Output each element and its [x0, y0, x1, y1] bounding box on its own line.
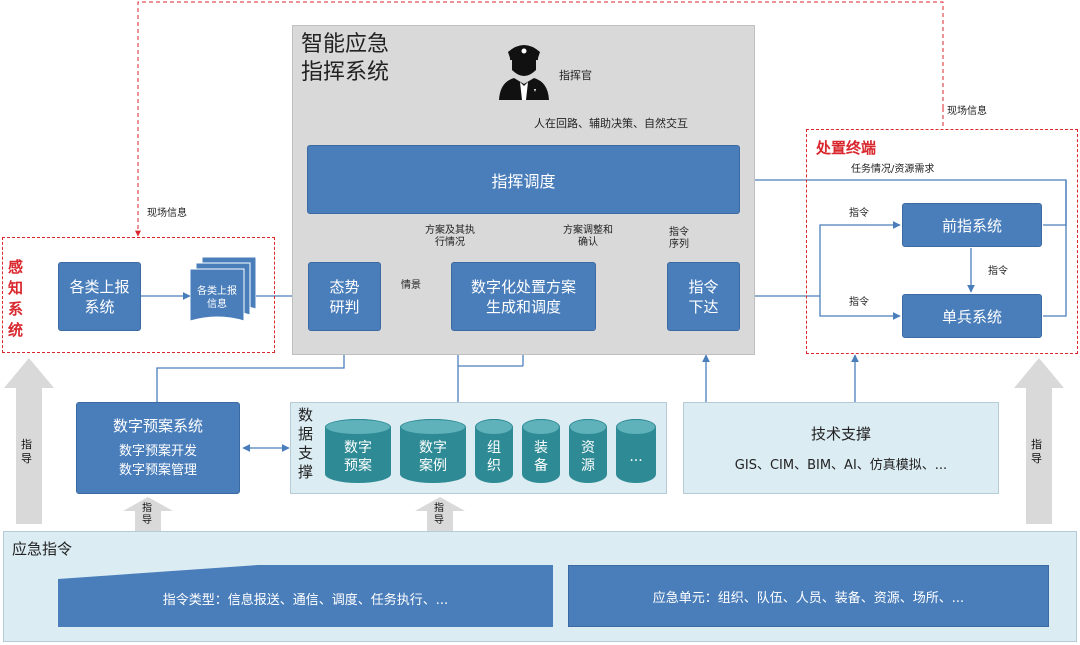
- label-scene-info-right: 现场信息: [947, 106, 987, 117]
- command-types-box: 指令类型：信息报送、通信、调度、任务执行、...: [58, 565, 553, 627]
- system-title-line1: 智能应急: [301, 32, 390, 57]
- guide-arrow-small2: 指导: [415, 497, 465, 531]
- commander-icon: [496, 38, 552, 100]
- emergency-units-box: 应急单元：组织、队伍、人员、装备、资源、场所、...: [568, 565, 1049, 627]
- sensing-panel: [2, 237, 275, 353]
- terminal-title: 处置终端: [816, 139, 877, 157]
- sensing-title: 感知系统: [8, 258, 24, 339]
- cyl-more-label: ...: [629, 449, 643, 465]
- label-task-status: 任务情况/资源需求: [851, 164, 935, 175]
- cyl-organization-label: 组织: [487, 440, 501, 474]
- dispatch-label: 指挥调度: [491, 171, 556, 191]
- cyl-more: ...: [616, 419, 656, 483]
- command-issue-label: 指令下达: [688, 277, 719, 316]
- report-info-docs: 各类上报信息: [190, 257, 256, 329]
- system-title-line2: 指挥系统: [301, 60, 390, 85]
- guide-arrow-small1: 指导: [123, 497, 173, 531]
- guide-left-label: 指导: [21, 438, 32, 465]
- report-system-box: 各类上报系统: [58, 262, 141, 331]
- commander-note: 人在回路、辅助决策、自然交互: [534, 117, 688, 130]
- label-cmd-c: 指令: [988, 266, 1008, 277]
- terminal-panel: [806, 129, 1078, 354]
- guide-arrow-left: 指导: [4, 358, 54, 524]
- cyl-equipment-label: 装备: [534, 440, 548, 474]
- cyl-digital-case-label: 数字案例: [419, 440, 447, 474]
- plan-system-mgmt: 数字预案管理: [118, 462, 197, 478]
- cyl-resource-label: 资源: [581, 440, 595, 474]
- label-plan-adjust: 方案调整和确认: [563, 225, 613, 248]
- guide-arrow-right: 指导: [1014, 358, 1064, 524]
- report-system-label: 各类上报系统: [69, 277, 130, 316]
- digital-plan-box: 数字化处置方案 生成和调度: [451, 262, 596, 331]
- guide-small2-label: 指导: [434, 503, 444, 526]
- cyl-digital-plan: 数字预案: [325, 419, 391, 483]
- report-info-label: 各类上报信息: [197, 286, 237, 310]
- label-cmd-b: 指令: [849, 297, 869, 308]
- situation-box: 态势研判: [308, 262, 381, 331]
- label-scene-info-left: 现场信息: [147, 208, 187, 219]
- tech-support-detail: GIS、CIM、BIM、AI、仿真模拟、...: [734, 458, 948, 473]
- emergency-units-label: 应急单元：组织、队伍、人员、装备、资源、场所、...: [652, 590, 965, 606]
- command-types-label: 指令类型：信息报送、通信、调度、任务执行、...: [162, 593, 449, 608]
- dispatch-box: 指挥调度: [307, 145, 740, 214]
- plan-system-box: 数字预案系统 数字预案开发 数字预案管理: [76, 402, 240, 494]
- label-cmd-a: 指令: [849, 208, 869, 219]
- front-system-label: 前指系统: [941, 216, 1002, 235]
- plan-system-title: 数字预案系统: [112, 416, 203, 435]
- cyl-digital-plan-label: 数字预案: [344, 440, 372, 474]
- front-system-box: 前指系统: [902, 203, 1042, 247]
- emergency-title: 应急指令: [12, 540, 73, 558]
- data-support-title: 数据支撑: [298, 406, 314, 481]
- commander-label: 指挥官: [559, 69, 592, 82]
- plan-system-dev: 数字预案开发: [118, 443, 197, 459]
- soldier-system-box: 单兵系统: [902, 294, 1042, 338]
- label-intel: 情景: [401, 280, 421, 291]
- guide-small1-label: 指导: [142, 503, 152, 526]
- command-issue-box: 指令下达: [667, 262, 740, 331]
- label-cmd-seq: 指令序列: [669, 227, 689, 250]
- cyl-digital-case: 数字案例: [400, 419, 466, 483]
- cyl-equipment: 装备: [522, 419, 560, 483]
- digital-plan-line2: 生成和调度: [485, 297, 561, 316]
- guide-right-label: 指导: [1031, 438, 1042, 465]
- digital-plan-line1: 数字化处置方案: [470, 277, 576, 296]
- situation-label: 态势研判: [329, 277, 360, 316]
- cyl-organization: 组织: [475, 419, 513, 483]
- soldier-system-label: 单兵系统: [941, 307, 1002, 326]
- tech-support-panel: 技术支撑 GIS、CIM、BIM、AI、仿真模拟、...: [683, 402, 999, 494]
- label-plan-exec: 方案及其执行情况: [425, 225, 475, 248]
- tech-support-title: 技术支撑: [810, 425, 871, 443]
- cyl-resource: 资源: [569, 419, 607, 483]
- system-title: 智能应急 指挥系统: [301, 31, 389, 87]
